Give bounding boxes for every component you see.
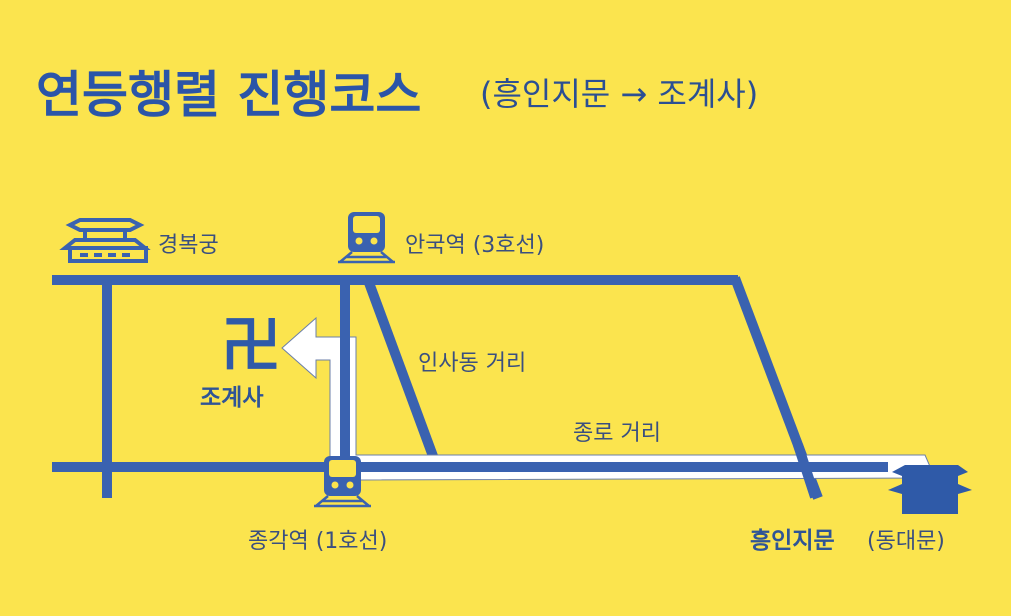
insadong-street-label: 인사동 거리	[418, 351, 526, 376]
subway-icon-anguk	[338, 212, 395, 264]
insadong-road	[363, 278, 442, 469]
palace-icon	[59, 218, 151, 263]
jongno-street-label: 종로 거리	[573, 421, 661, 446]
heunginjimun-label: 흥인지문	[750, 528, 835, 554]
dongdaemun-label: (동대문)	[867, 529, 945, 554]
east-diagonal-road-lower	[793, 443, 820, 499]
gate-icon	[888, 465, 972, 514]
jogyesa-label: 조계사	[200, 385, 263, 411]
route-subtitle: (흥인지문 → 조계사)	[480, 75, 758, 113]
anguk-station-label: 안국역 (3호선)	[405, 233, 544, 258]
subway-icon-jonggak	[314, 456, 371, 508]
gyeongbokgung-label: 경복궁	[158, 233, 219, 258]
procession-route	[281, 316, 936, 481]
route-arrow	[281, 316, 936, 481]
temple-symbol-icon: 卍	[221, 311, 281, 381]
jonggak-station-label: 종각역 (1호선)	[248, 529, 387, 554]
page-title: 연등행렬 진행코스	[36, 66, 421, 124]
